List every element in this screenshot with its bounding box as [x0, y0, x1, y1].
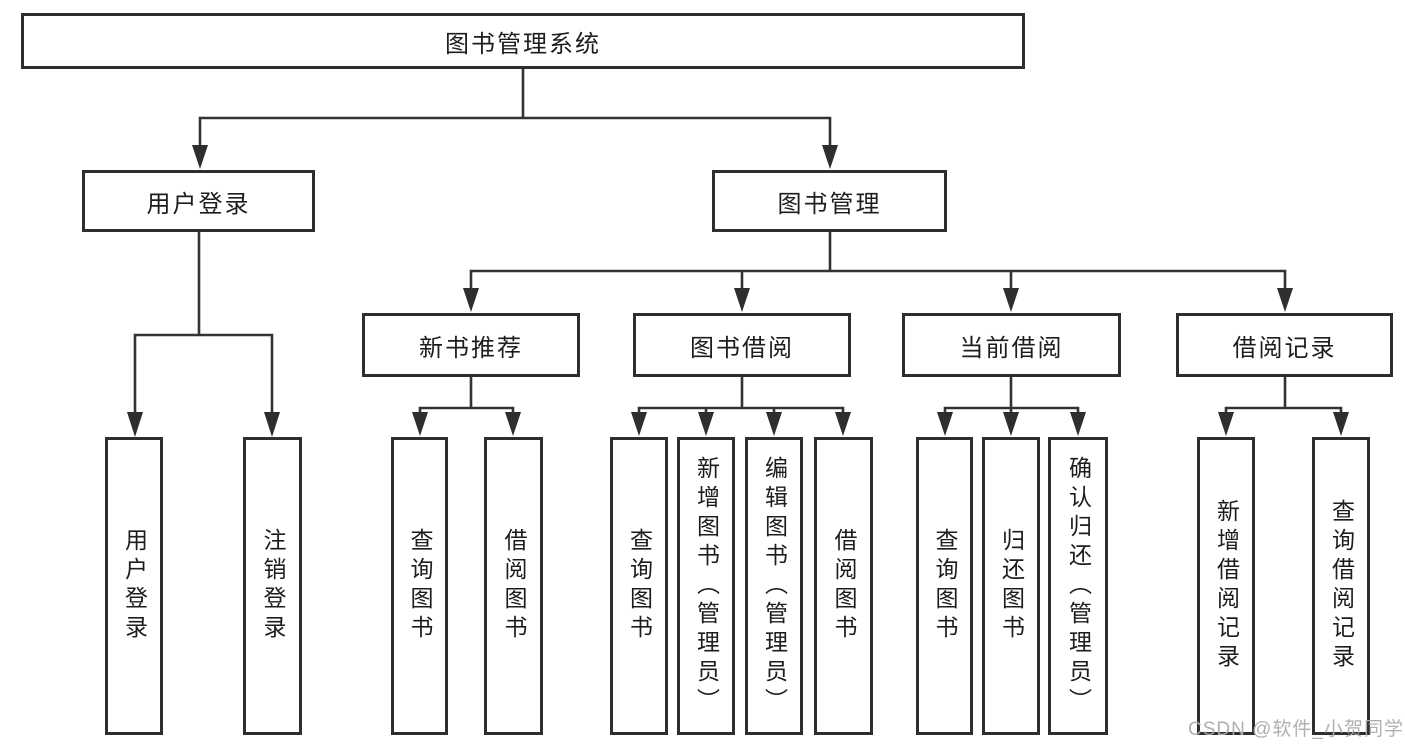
node-root-system: 图书管理系统	[21, 13, 1025, 69]
leaf-add-book-admin: 新增图书（管理员）	[677, 437, 735, 735]
node-current-borrowing: 当前借阅	[902, 313, 1121, 377]
node-new-book-recommend: 新书推荐	[362, 313, 580, 377]
node-root-label: 图书管理系统	[445, 30, 601, 58]
leaf-borrow-book-borrow: 借阅图书	[814, 437, 873, 735]
node-borrowing-records-label: 借阅记录	[1232, 334, 1337, 362]
leaf-borrow-book-recommend-label: 借阅图书	[501, 528, 527, 644]
leaf-return-book-label: 归还图书	[998, 528, 1025, 644]
node-book-borrowing: 图书借阅	[633, 313, 851, 377]
leaf-user-login-label: 用户登录	[121, 528, 148, 644]
node-current-borrowing-label: 当前借阅	[959, 334, 1064, 362]
node-new-book-recommend-label: 新书推荐	[419, 334, 523, 362]
node-user-login: 用户登录	[82, 170, 315, 232]
leaf-query-book-borrow: 查询图书	[610, 437, 668, 735]
leaf-query-borrow-record: 查询借阅记录	[1312, 437, 1370, 735]
leaf-add-borrow-record: 新增借阅记录	[1197, 437, 1255, 735]
leaf-borrow-book-borrow-label: 借阅图书	[831, 528, 857, 644]
leaf-query-book-borrow-label: 查询图书	[626, 528, 653, 644]
leaf-add-borrow-record-label: 新增借阅记录	[1213, 499, 1240, 673]
leaf-query-book-current-label: 查询图书	[932, 528, 958, 644]
leaf-query-book-recommend-label: 查询图书	[407, 528, 433, 644]
leaf-confirm-return-admin-label: 确认归还（管理员）	[1065, 455, 1092, 717]
leaf-logout-login: 注销登录	[243, 437, 302, 735]
node-user-login-label: 用户登录	[146, 190, 251, 218]
node-borrowing-records: 借阅记录	[1176, 313, 1393, 377]
csdn-watermark: CSDN @软件_小贺同学	[1188, 719, 1404, 740]
node-book-management-label: 图书管理	[777, 190, 882, 218]
leaf-confirm-return-admin: 确认归还（管理员）	[1048, 437, 1108, 735]
leaf-edit-book-admin: 编辑图书（管理员）	[745, 437, 803, 735]
leaf-borrow-book-recommend: 借阅图书	[484, 437, 543, 735]
leaf-return-book: 归还图书	[982, 437, 1040, 735]
leaf-query-book-recommend: 查询图书	[391, 437, 448, 735]
leaf-query-book-current: 查询图书	[916, 437, 973, 735]
leaf-logout-login-label: 注销登录	[260, 528, 286, 644]
node-book-borrowing-label: 图书借阅	[690, 334, 794, 362]
leaf-query-borrow-record-label: 查询借阅记录	[1328, 499, 1355, 673]
node-book-management: 图书管理	[712, 170, 947, 232]
leaf-edit-book-admin-label: 编辑图书（管理员）	[761, 455, 788, 717]
leaf-add-book-admin-label: 新增图书（管理员）	[693, 455, 720, 717]
leaf-user-login: 用户登录	[105, 437, 163, 735]
